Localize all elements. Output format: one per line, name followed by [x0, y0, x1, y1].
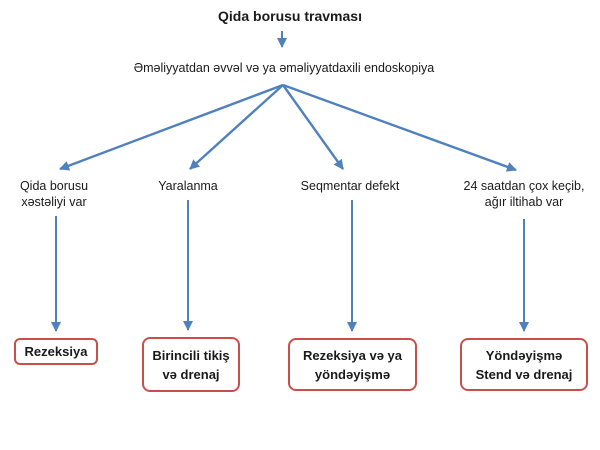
condition-line: Qida borusu: [19, 179, 89, 193]
condition-line: 24 saatdan çox keçib,: [463, 179, 585, 193]
outcome-box-rezeksiya-yondeyisme: Rezeksiya və ya yöndəyişmə: [288, 338, 417, 391]
arrow-fan-branch-1-icon: [59, 83, 284, 171]
condition-line: Yaralanma: [158, 179, 218, 193]
outcome-box-rezeksiya: Rezeksiya: [14, 338, 98, 365]
condition-line: Seqmentar defekt: [300, 179, 400, 193]
condition-line: ağır iltihab var: [484, 194, 564, 209]
condition-label-qida-borusu-xestelik: Qida borusu xəstəliyi var: [20, 179, 88, 210]
outcome-line: Rezeksiya və ya: [302, 347, 403, 363]
arrow-fan-branch-2-icon: [189, 84, 284, 170]
outcome-line: Yöndəyişmə: [485, 347, 563, 363]
outcome-box-birincili-tikis: Birincili tikiş və drenaj: [142, 337, 240, 392]
condition-label-seqmentar-defekt: Seqmentar defekt: [301, 179, 400, 195]
diagram-subtitle: Əməliyyatdan əvvəl və ya əməliyyatdaxili…: [133, 61, 435, 75]
arrow-fan-branch-4-icon: [282, 83, 517, 172]
condition-label-yaralanma: Yaralanma: [158, 179, 218, 195]
outcome-line: və drenaj: [162, 366, 220, 382]
outcome-line: Stend və drenaj: [475, 366, 573, 382]
condition-line: xəstəliyi var: [21, 194, 87, 209]
diagram-title: Qida borusu travması: [218, 8, 362, 24]
outcome-line: yöndəyişmə: [314, 366, 391, 382]
arrow-fan-branch-3-icon: [282, 84, 344, 170]
outcome-line: Rezeksiya: [24, 344, 88, 359]
outcome-box-yondeyisme-stend: Yöndəyişmə Stend və drenaj: [460, 338, 588, 391]
outcome-line: Birincili tikiş: [152, 347, 230, 363]
condition-label-24-saat: 24 saatdan çox keçib, ağır iltihab var: [464, 179, 585, 210]
